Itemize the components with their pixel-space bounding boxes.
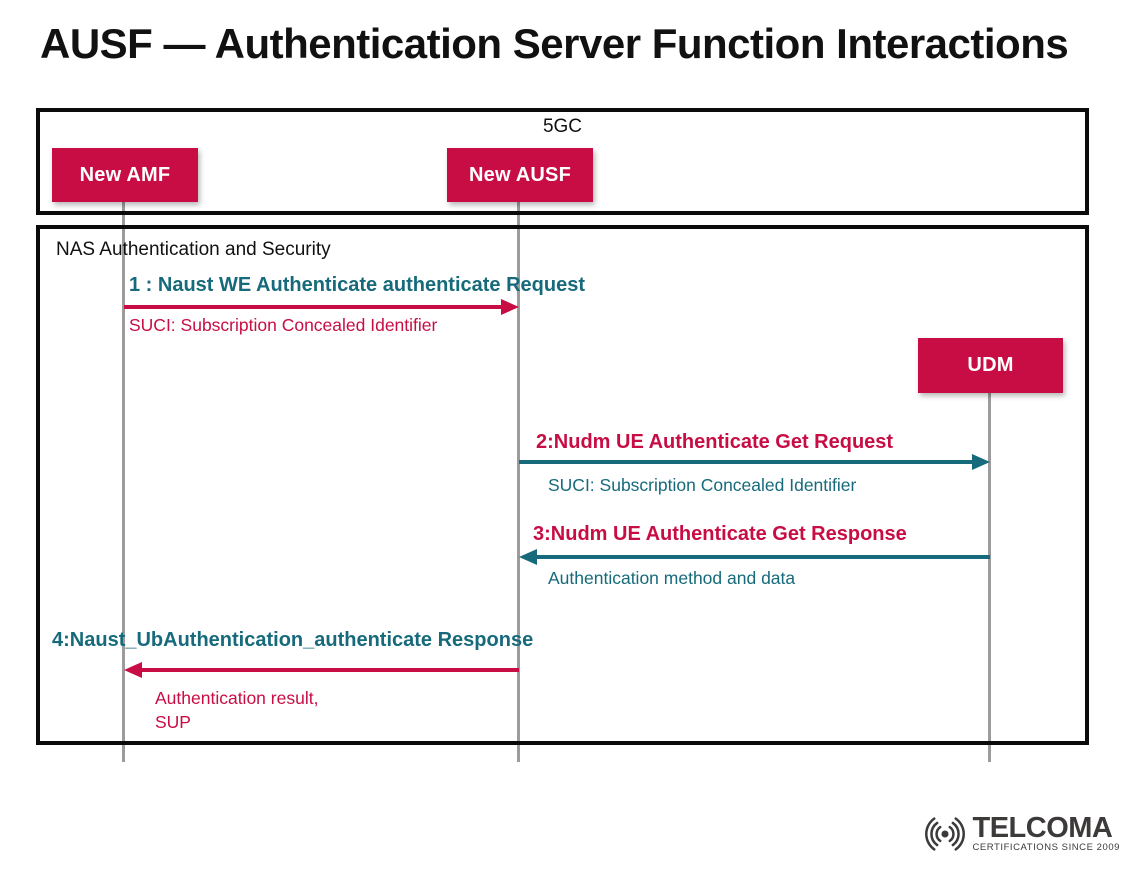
message-4-label: 4:Naust_UbAuthentication_authenticate Re… <box>52 629 534 651</box>
frame-nas-label: NAS Authentication and Security <box>56 239 331 260</box>
message-2-note: SUCI: Subscription Concealed Identifier <box>548 475 857 495</box>
message-4-arrow <box>124 662 519 678</box>
message-1-arrow <box>124 299 519 315</box>
page-title: AUSF — Authentication Server Function In… <box>40 20 1069 67</box>
actor-box-new-amf: New AMF <box>52 148 198 202</box>
logo-wordmark: TELCOMA <box>972 812 1113 844</box>
arrowhead-left-icon <box>124 662 142 678</box>
actor-box-new-ausf: New AUSF <box>447 148 593 202</box>
actor-box-udm: UDM <box>918 338 1063 393</box>
arrow-shaft <box>519 460 978 464</box>
arrow-shaft <box>136 668 519 672</box>
arrowhead-right-icon <box>501 299 519 315</box>
message-4-note: Authentication result, SUP <box>155 688 319 732</box>
arrow-shaft <box>124 305 507 309</box>
radio-signal-icon <box>924 817 965 851</box>
arrowhead-left-icon <box>519 549 537 565</box>
message-3-label: 3:Nudm UE Authenticate Get Response <box>533 523 907 545</box>
lifeline-new-ausf <box>517 202 520 762</box>
message-1-label: 1 : Naust WE Authenticate authenticate R… <box>129 274 585 296</box>
message-2-arrow <box>519 454 990 470</box>
arrow-shaft <box>531 555 990 559</box>
lifeline-udm <box>988 393 991 762</box>
frame-5gc-label: 5GC <box>542 116 583 137</box>
message-2-label: 2:Nudm UE Authenticate Get Request <box>536 431 894 453</box>
frame-nas-authentication: NAS Authentication and Security <box>36 225 1089 745</box>
message-3-arrow <box>519 549 990 565</box>
message-1-note: SUCI: Subscription Concealed Identifier <box>129 315 438 335</box>
logo-tagline: CERTIFICATIONS SINCE 2009 <box>972 842 1120 853</box>
arrowhead-right-icon <box>972 454 990 470</box>
lifeline-new-amf <box>122 202 125 762</box>
telcoma-logo: TELCOMA CERTIFICATIONS SINCE 2009 <box>920 811 1121 857</box>
frame-5gc: 5GC <box>36 108 1089 215</box>
message-3-note: Authentication method and data <box>548 568 796 588</box>
